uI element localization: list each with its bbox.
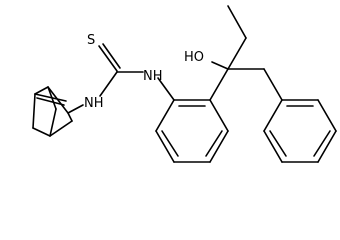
molecule-structure: S NH NH HO bbox=[32, 5, 337, 163]
atom-label-sulfur: S bbox=[87, 33, 95, 48]
bond-ring2-6 bbox=[317, 99, 337, 132]
atom-label-nh-left: NH bbox=[84, 96, 104, 111]
bond-ethyl bbox=[227, 5, 247, 39]
bond-bicyclo-6 bbox=[49, 120, 73, 137]
atom-label-hydroxyl: HO bbox=[184, 50, 204, 65]
bond-ring1-2 bbox=[209, 99, 229, 132]
bond-bicyclo-double-a bbox=[34, 93, 67, 102]
bond-bicyclo-3 bbox=[34, 86, 49, 95]
bond-cs-double-b bbox=[102, 43, 121, 69]
bond-bicyclo-9 bbox=[49, 108, 57, 137]
bond-ring1-3 bbox=[209, 130, 229, 163]
bond-ring1-6 bbox=[155, 99, 175, 132]
bond-quaternary-oh bbox=[211, 61, 229, 70]
bond-ring2-inner-3 bbox=[313, 130, 331, 157]
bond-bicyclo-7 bbox=[67, 112, 73, 122]
bond-quaternary-ethyl bbox=[227, 37, 247, 70]
bond-ring-quaternary bbox=[209, 68, 229, 101]
bond-ring2-inner-2 bbox=[269, 130, 287, 157]
bond-c-nh-left bbox=[99, 71, 118, 97]
bond-ring1-inner-2 bbox=[205, 130, 223, 157]
bond-nh-aryl bbox=[157, 77, 175, 101]
bond-bicyclo-double-b bbox=[36, 97, 65, 106]
bond-ring2-5 bbox=[317, 130, 337, 163]
bond-ring2-2 bbox=[263, 99, 283, 132]
bond-bicyclo-4 bbox=[32, 93, 36, 129]
bond-ring2-3 bbox=[263, 130, 283, 163]
bond-ring2-1 bbox=[263, 68, 283, 101]
bond-ring1-5 bbox=[155, 130, 175, 163]
bond-cs-double-a bbox=[98, 45, 118, 72]
atom-label-nh-right: NH bbox=[143, 69, 163, 84]
bond-bicyclo-1 bbox=[67, 104, 84, 114]
bond-bicyclo-5 bbox=[32, 127, 51, 137]
bond-ring1-inner-3 bbox=[161, 130, 179, 157]
